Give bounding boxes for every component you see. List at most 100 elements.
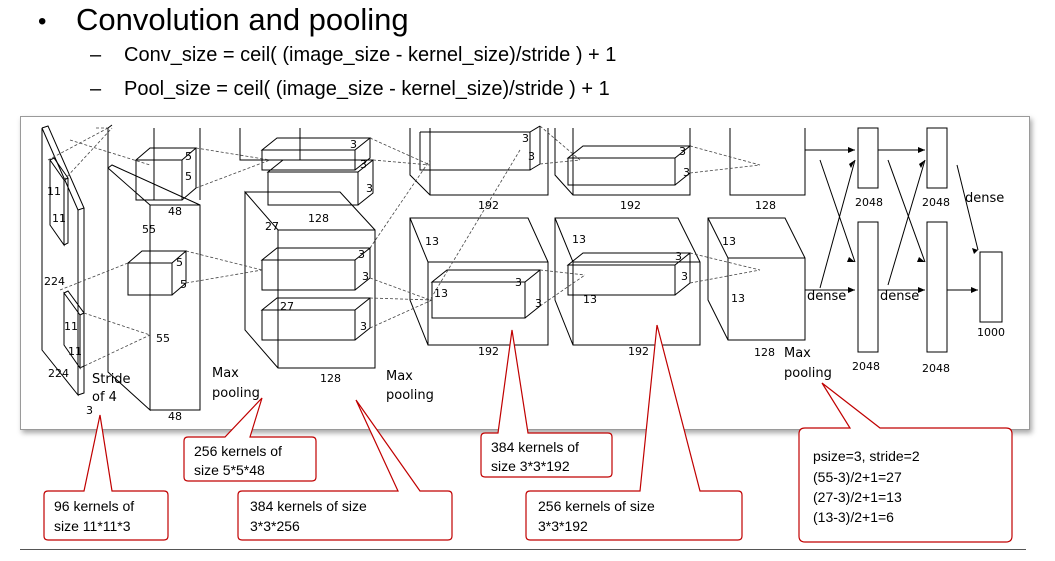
dense-layers bbox=[857, 127, 1003, 353]
callout-line: 384 kernels of bbox=[491, 439, 579, 455]
label: 3 bbox=[360, 320, 367, 333]
callout-line: 96 kernels of bbox=[54, 498, 134, 514]
conv1-volumes bbox=[107, 124, 201, 412]
callout-line: psize=3, stride=2 bbox=[813, 448, 920, 464]
label: 3 bbox=[681, 270, 688, 283]
label: 3 bbox=[535, 297, 542, 310]
label: 3 bbox=[366, 182, 373, 195]
conv2-volumes bbox=[239, 128, 376, 369]
label: 192 bbox=[620, 199, 641, 212]
callout-96-kernels bbox=[43, 414, 169, 541]
pool-size-formula: –Pool_size = ceil( (image_size - kernel_… bbox=[90, 78, 610, 101]
conv-size-formula: –Conv_size = ceil( (image_size - kernel_… bbox=[90, 44, 616, 67]
label: 3 bbox=[679, 145, 686, 158]
formula-dash: – bbox=[90, 44, 102, 66]
label: 128 bbox=[308, 212, 329, 225]
label: 3 bbox=[522, 132, 529, 145]
callout-256-kernels-5x5 bbox=[183, 397, 317, 482]
callout-pooling-sizes bbox=[798, 382, 1013, 543]
formula-dash: – bbox=[90, 78, 102, 100]
callout-line: 3*3*192 bbox=[538, 518, 588, 534]
label: 3 bbox=[515, 276, 522, 289]
label: 11 bbox=[68, 345, 82, 358]
label: 11 bbox=[52, 212, 66, 225]
callout-384-kernels-3x3x192 bbox=[480, 329, 613, 478]
label: 224 bbox=[48, 367, 69, 380]
label: 13 bbox=[434, 287, 448, 300]
label: 13 bbox=[572, 233, 586, 246]
label: 5 bbox=[180, 278, 187, 291]
label: 192 bbox=[628, 345, 649, 358]
label: 48 bbox=[168, 205, 182, 218]
label: 13 bbox=[722, 235, 736, 248]
callout-line: 3*3*256 bbox=[250, 518, 300, 534]
arrowheads bbox=[847, 147, 978, 293]
label: 128 bbox=[754, 346, 775, 359]
label: 5 bbox=[185, 170, 192, 183]
label: 55 bbox=[142, 223, 156, 236]
label: 3 bbox=[683, 166, 690, 179]
callout-line: 384 kernels of size bbox=[250, 498, 367, 514]
projection-lines bbox=[47, 125, 761, 369]
label: 13 bbox=[583, 293, 597, 306]
label: 3 bbox=[360, 158, 367, 171]
label: pooling bbox=[784, 366, 832, 381]
conv3-volumes bbox=[409, 125, 549, 346]
label: 2048 bbox=[922, 196, 950, 209]
label: dense bbox=[965, 191, 1004, 206]
label: Max bbox=[386, 369, 413, 384]
label: 13 bbox=[731, 292, 745, 305]
callout-line: size 11*11*3 bbox=[54, 518, 131, 534]
callout-line: 256 kernels of size bbox=[538, 498, 655, 514]
label: 27 bbox=[265, 220, 279, 233]
callout-line: size 3*3*192 bbox=[491, 458, 570, 474]
label: 192 bbox=[478, 199, 499, 212]
callout-line: (27-3)/2+1=13 bbox=[813, 489, 902, 505]
pool-size-formula-text: Pool_size = ceil( (image_size - kernel_s… bbox=[124, 78, 610, 100]
label: 5 bbox=[176, 256, 183, 269]
label: 2048 bbox=[852, 360, 880, 373]
label: 11 bbox=[47, 185, 61, 198]
diagram-labels: 11 11 224 11 11 224 3 Stride of 4 55 55 … bbox=[44, 132, 1005, 423]
callout-line: size 5*5*48 bbox=[194, 462, 265, 478]
label: Max bbox=[212, 366, 239, 381]
label: 27 bbox=[280, 300, 294, 313]
label: Stride bbox=[92, 372, 131, 387]
label: 3 bbox=[86, 404, 93, 417]
label: 3 bbox=[358, 248, 365, 261]
callout-texts: 96 kernels of size 11*11*3 256 kernels o… bbox=[54, 439, 920, 534]
dense-connections bbox=[805, 149, 979, 291]
label: Max bbox=[784, 346, 811, 361]
callout-256-kernels-3x3x192 bbox=[525, 324, 743, 541]
label: 3 bbox=[350, 138, 357, 151]
label: 13 bbox=[425, 235, 439, 248]
label: dense bbox=[807, 289, 846, 304]
label: 11 bbox=[64, 320, 78, 333]
bullet-dot: • bbox=[38, 7, 47, 35]
callout-384-kernels-3x3x256 bbox=[237, 399, 453, 541]
label: 192 bbox=[478, 345, 499, 358]
label: 3 bbox=[362, 270, 369, 283]
conv-size-formula-text: Conv_size = ceil( (image_size - kernel_s… bbox=[124, 44, 617, 66]
label: pooling bbox=[212, 386, 260, 401]
label: 5 bbox=[185, 150, 192, 163]
label: 1000 bbox=[977, 326, 1005, 339]
callout-shapes bbox=[43, 324, 1013, 543]
conv5-volumes bbox=[707, 128, 806, 341]
slide-title: • Convolution and pooling bbox=[38, 2, 409, 38]
label: 3 bbox=[675, 250, 682, 263]
label: 128 bbox=[755, 199, 776, 212]
slide-title-text: Convolution and pooling bbox=[76, 2, 409, 37]
label: pooling bbox=[386, 388, 434, 403]
callout-line: (13-3)/2+1=6 bbox=[813, 509, 894, 525]
label: 55 bbox=[156, 332, 170, 345]
label: 3 bbox=[528, 150, 535, 163]
callout-line: (55-3)/2+1=27 bbox=[813, 469, 902, 485]
label: 224 bbox=[44, 275, 65, 288]
label: 2048 bbox=[922, 362, 950, 375]
bottom-divider bbox=[20, 549, 1026, 550]
label: 128 bbox=[320, 372, 341, 385]
label: 48 bbox=[168, 410, 182, 423]
label: of 4 bbox=[92, 390, 117, 405]
